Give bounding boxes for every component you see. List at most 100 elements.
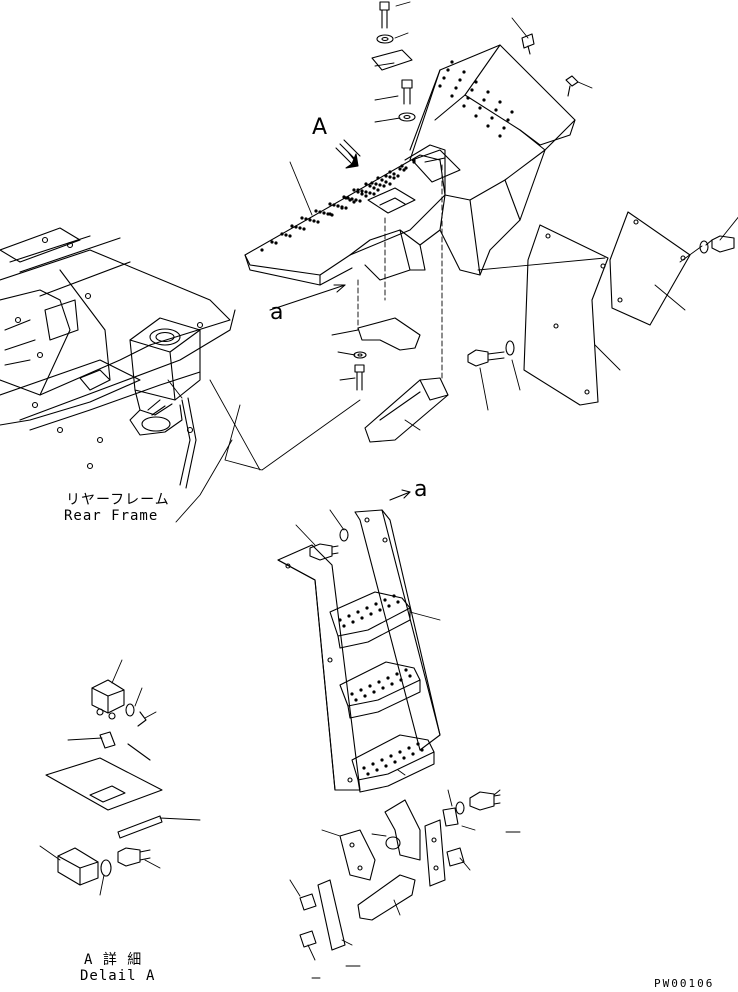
perforation-dot — [383, 598, 387, 602]
ladder — [277, 509, 441, 793]
perforation-dot — [328, 212, 332, 216]
rear-frame-label-jp: リヤーフレーム — [66, 492, 170, 508]
main-platform — [244, 44, 576, 286]
perforation-dot — [466, 96, 470, 100]
perforation-dot — [454, 86, 458, 90]
platform-perforations — [260, 60, 514, 252]
perforation-dot — [344, 206, 348, 210]
perforation-dot — [388, 182, 392, 186]
side-panels — [467, 211, 735, 406]
perforation-dot — [304, 217, 308, 221]
perforation-dot — [498, 134, 502, 138]
perforation-dot — [438, 84, 442, 88]
perforation-dot — [392, 176, 396, 180]
perforation-dot — [328, 202, 332, 206]
perforation-dot — [416, 742, 420, 746]
perforation-dot — [344, 196, 348, 200]
perforation-dot — [458, 78, 462, 82]
perforation-dot — [474, 114, 478, 118]
perforation-dot — [402, 168, 406, 172]
perforation-dot — [398, 750, 402, 754]
ref-a-ladder: a — [414, 477, 429, 502]
perforation-dot — [375, 768, 379, 772]
perforation-dot — [402, 756, 406, 760]
perforation-dot — [371, 762, 375, 766]
perforation-dot — [316, 220, 320, 224]
perforation-dot — [399, 678, 403, 682]
perforation-dot — [358, 199, 362, 203]
perforation-dot — [411, 752, 415, 756]
perforation-dot — [462, 70, 466, 74]
perforation-dot — [365, 606, 369, 610]
perforation-dot — [376, 188, 380, 192]
rear-frame-label-en: Rear Frame — [64, 508, 159, 524]
perforation-dot — [298, 226, 302, 230]
perforation-dot — [352, 188, 356, 192]
perforation-dot — [396, 174, 400, 178]
perforation-dot — [314, 209, 318, 213]
top-fasteners — [371, 1, 579, 122]
arrows — [269, 139, 411, 501]
ref-a-platform: a — [270, 300, 285, 325]
perforation-dot — [340, 206, 344, 210]
perforation-dot — [389, 754, 393, 758]
detail-a-parts — [45, 679, 163, 886]
perforation-dot — [366, 772, 370, 776]
perforation-dot — [274, 241, 278, 245]
perforation-dot — [486, 90, 490, 94]
perforation-dot — [498, 100, 502, 104]
perforation-dot — [332, 203, 336, 207]
perforation-dot — [354, 198, 358, 202]
perforation-dot — [396, 600, 400, 604]
perforation-dot — [384, 764, 388, 768]
view-a-letter: A — [312, 115, 329, 140]
perforation-dot — [420, 748, 424, 752]
perforation-dot — [288, 234, 292, 238]
perforation-dot — [368, 191, 372, 195]
perforation-dot — [363, 694, 367, 698]
perforation-dot — [300, 216, 304, 220]
perforation-dot — [352, 200, 356, 204]
perforation-dot — [392, 594, 396, 598]
perforation-dot — [370, 181, 374, 185]
perforation-dot — [384, 174, 388, 178]
perforation-dot — [369, 612, 373, 616]
perforation-dot — [368, 684, 372, 688]
perforation-dot — [478, 106, 482, 110]
perforation-dot — [442, 76, 446, 80]
perforation-dot — [404, 668, 408, 672]
perforation-dot — [446, 68, 450, 72]
perforation-dot — [372, 690, 376, 694]
perforation-dot — [270, 240, 274, 244]
perforation-dot — [280, 232, 284, 236]
perforation-dot — [348, 198, 352, 202]
rear-frame — [0, 227, 236, 489]
perforation-dot — [347, 614, 351, 618]
perforation-dot — [386, 676, 390, 680]
perforation-dot — [336, 204, 340, 208]
perforation-dot — [364, 190, 368, 194]
perforation-dot — [260, 248, 264, 252]
detail-a-label-en: Delail A — [80, 968, 156, 984]
perforation-dot — [494, 108, 498, 112]
perforation-dot — [486, 124, 490, 128]
perforation-dot — [378, 608, 382, 612]
perforation-dot — [393, 760, 397, 764]
perforation-dot — [510, 110, 514, 114]
perforation-dot — [342, 624, 346, 628]
perforation-dot — [356, 610, 360, 614]
perforation-dot — [308, 218, 312, 222]
perforation-dot — [362, 766, 366, 770]
dashed-assembly-lines — [357, 164, 443, 379]
perforation-dot — [360, 616, 364, 620]
drawing-code: PW00106 — [654, 977, 715, 990]
perforation-dot — [378, 183, 382, 187]
perforation-dot — [368, 184, 372, 188]
perforation-dot — [338, 618, 342, 622]
perforation-dot — [380, 178, 384, 182]
perforation-dot — [294, 225, 298, 229]
perforation-dot — [364, 182, 368, 186]
perforation-dot — [450, 94, 454, 98]
perforation-dot — [470, 88, 474, 92]
